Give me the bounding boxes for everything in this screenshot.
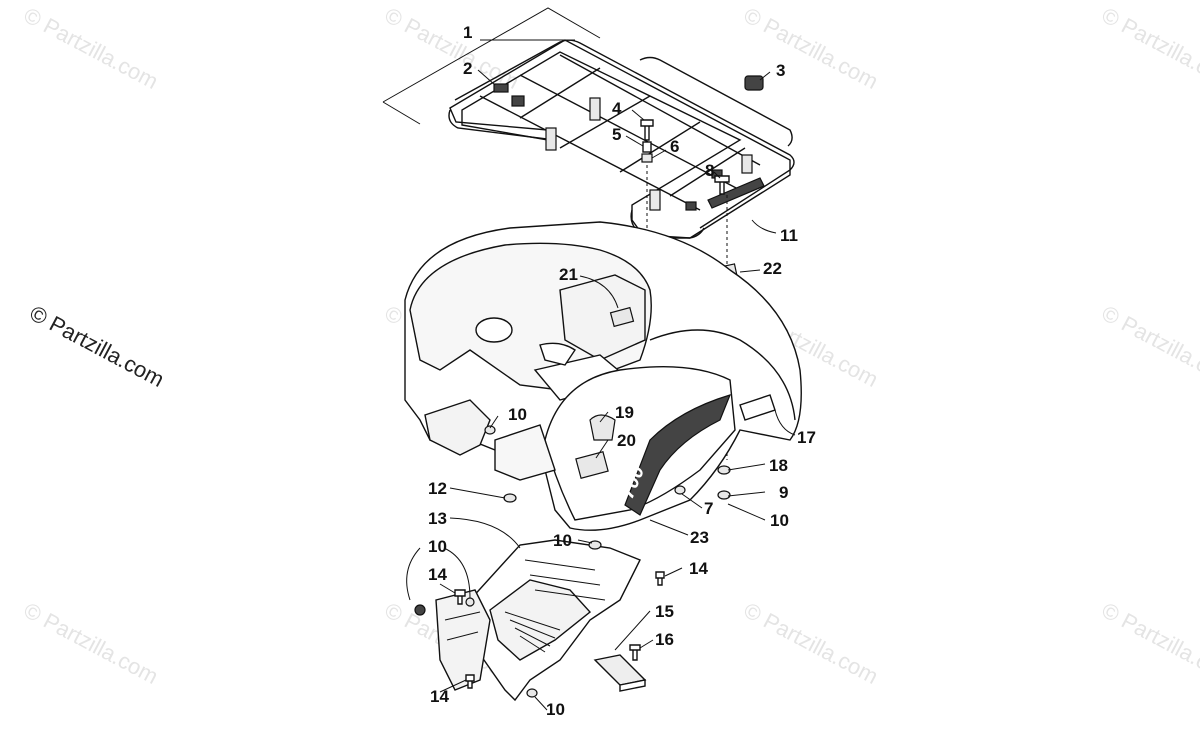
footwell: [414, 539, 641, 702]
callout-14-b: 14: [689, 559, 708, 578]
watermark-faded: © Partzilla.com: [740, 597, 883, 689]
part-16-screw: [629, 644, 641, 661]
callout-21: 21: [559, 265, 578, 284]
part-8-bolt: [714, 175, 730, 195]
watermark-faded: © Partzilla.com: [1098, 300, 1200, 392]
callout-7: 7: [704, 499, 713, 518]
callout-4: 4: [612, 99, 622, 118]
callout-22: 22: [763, 259, 782, 278]
callout-10-c: 10: [553, 531, 572, 550]
part-5-spacer: [642, 141, 652, 153]
part-20-label: [575, 450, 609, 480]
part-19-cap: [589, 414, 616, 441]
callout-10-b: 10: [770, 511, 789, 530]
callout-17: 17: [797, 428, 816, 447]
fender-decal-700: [624, 394, 732, 516]
step-bracket: [593, 644, 647, 692]
callout-10-e: 10: [546, 700, 565, 719]
watermark-faded: © Partzilla.com: [381, 2, 524, 94]
callout-1: 1: [463, 23, 472, 42]
callout-12: 12: [428, 479, 447, 498]
callout-15: 15: [655, 602, 674, 621]
callout-6: 6: [670, 137, 679, 156]
callout-3: 3: [776, 61, 785, 80]
part-3-cap: [744, 75, 764, 91]
callout-14-c: 14: [430, 687, 449, 706]
callout-18: 18: [769, 456, 788, 475]
part-6-bushing: [641, 153, 653, 163]
callout-10-d: 10: [428, 537, 447, 556]
callout-13: 13: [428, 509, 447, 528]
callout-14-a: 14: [428, 565, 447, 584]
callout-11: 11: [780, 226, 798, 245]
watermark-faded: © Partzilla.com: [20, 2, 163, 94]
rack-assembly-bracket: [382, 7, 601, 125]
screws-14: [454, 571, 665, 689]
rear-rack: [448, 39, 795, 239]
watermark-faded: © Partzilla.com: [1098, 597, 1200, 689]
callout-labels: 1 2 3 4 5 6 7 8 9 10 10 10 10 10 11 12 1…: [428, 23, 816, 719]
callout-10-a: 10: [508, 405, 527, 424]
callout-9: 9: [779, 483, 788, 502]
leader-lines: [406, 39, 796, 711]
callout-2: 2: [463, 59, 472, 78]
callout-8: 8: [705, 161, 714, 180]
rear-fender: 700: [404, 221, 802, 531]
watermark-main: © Partzilla.com: [26, 300, 169, 392]
callout-20: 20: [617, 431, 636, 450]
callout-5: 5: [612, 125, 621, 144]
watermark-faded: © Partzilla.com: [1098, 2, 1200, 94]
callout-23: 23: [690, 528, 709, 547]
part-4-bolt: [640, 119, 654, 141]
callout-16: 16: [655, 630, 674, 649]
callout-19: 19: [615, 403, 634, 422]
part-21-decal: [609, 306, 635, 328]
watermark-faded: © Partzilla.com: [20, 597, 163, 689]
